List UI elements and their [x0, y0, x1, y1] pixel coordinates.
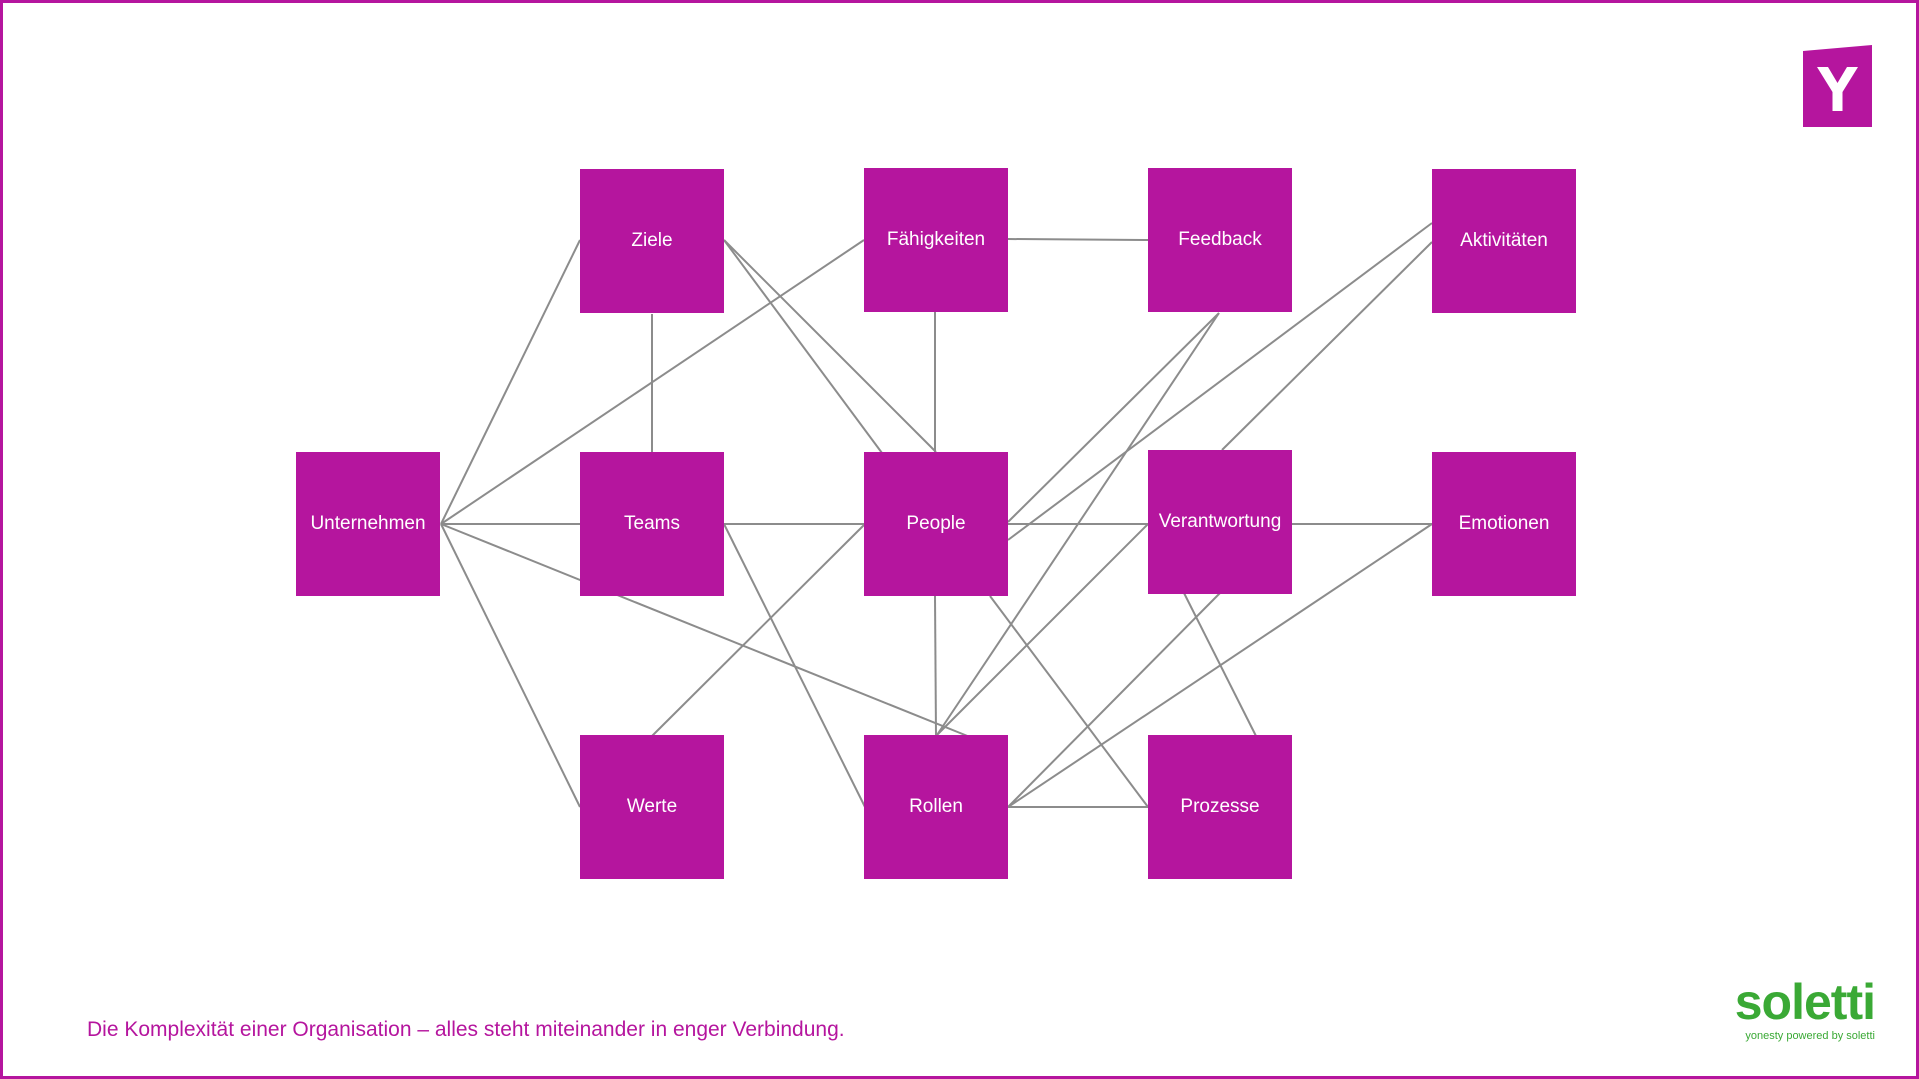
edge-emotionen-rollen: [1007, 523, 1433, 808]
node-teams: Teams: [580, 452, 724, 596]
edge-verantwortung-rollen-a: [936, 523, 1149, 736]
edge-ziele-people-a: [723, 239, 883, 454]
brand-tagline: yonesty powered by soletti: [1745, 1030, 1875, 1042]
edge-unternehmen-rollen: [440, 523, 971, 738]
node-label: Teams: [624, 512, 680, 534]
node-faehigkeiten: Fähigkeiten: [864, 168, 1008, 312]
node-label: Aktivitäten: [1460, 229, 1548, 251]
node-werte: Werte: [580, 735, 724, 879]
node-label: Feedback: [1178, 228, 1262, 250]
edge-people-rollen: [934, 595, 937, 737]
brand-name: soletti: [1734, 974, 1876, 1030]
node-feedback: Feedback: [1148, 168, 1292, 312]
node-rollen: Rollen: [864, 735, 1008, 879]
soletti-logo: soletti yonesty powered by soletti: [1734, 974, 1876, 1042]
node-label: Fähigkeiten: [886, 228, 986, 250]
slide-caption: Die Komplexität einer Organisation – all…: [87, 1018, 845, 1041]
node-label: Unternehmen: [310, 512, 426, 534]
node-label: Prozesse: [1180, 795, 1260, 817]
node-ziele: Ziele: [580, 169, 724, 313]
edge-faehigkeiten-feedback: [1007, 238, 1149, 241]
edge-unternehmen-ziele: [440, 239, 581, 525]
edge-unternehmen-werte: [440, 523, 581, 808]
node-label: Ziele: [631, 229, 673, 251]
node-prozesse: Prozesse: [1148, 735, 1292, 879]
edge-people-werte: [651, 523, 866, 737]
node-people: People: [864, 452, 1008, 596]
yonesty-logo: [1803, 45, 1872, 127]
node-label: Emotionen: [1458, 512, 1550, 534]
node-verantwortung: Verantwortung: [1148, 450, 1292, 594]
edge-ziele-people-b: [723, 239, 937, 453]
node-aktivitaeten: Aktivitäten: [1432, 169, 1576, 313]
node-label: Rollen: [909, 795, 963, 817]
edge-verantwortung-rollen-b: [1007, 592, 1221, 808]
node-label: Werte: [626, 795, 678, 817]
edge-aktivitaeten-verantwortung: [1221, 241, 1433, 451]
edge-people-prozesse: [989, 595, 1149, 808]
edge-teams-rollen: [723, 523, 866, 808]
edge-aktivitaeten-people: [1007, 222, 1433, 541]
node-unternehmen: Unternehmen: [296, 452, 440, 596]
node-label: People: [906, 512, 966, 534]
edge-feedback-people: [1007, 312, 1220, 523]
node-label: Verantwortung: [1158, 510, 1282, 532]
node-emotionen: Emotionen: [1432, 452, 1576, 596]
